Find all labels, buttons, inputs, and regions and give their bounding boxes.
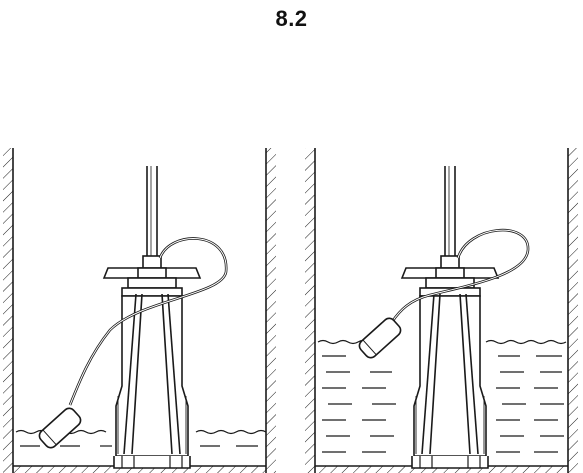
sump-floor: [315, 466, 568, 473]
figure-title: 8.2: [275, 6, 308, 31]
pump: [103, 165, 201, 469]
sump-wall-left: [305, 148, 315, 473]
pump: [401, 165, 499, 469]
panel-low-water: [3, 148, 276, 473]
float-switch: [38, 407, 82, 449]
water-surface: [317, 339, 567, 453]
panel-high-water: [305, 148, 578, 473]
float-switch: [358, 317, 402, 359]
sump-wall-right: [568, 148, 578, 473]
sump-wall-left: [3, 148, 13, 473]
sump-floor: [13, 466, 266, 473]
sump-wall-right: [266, 148, 276, 473]
